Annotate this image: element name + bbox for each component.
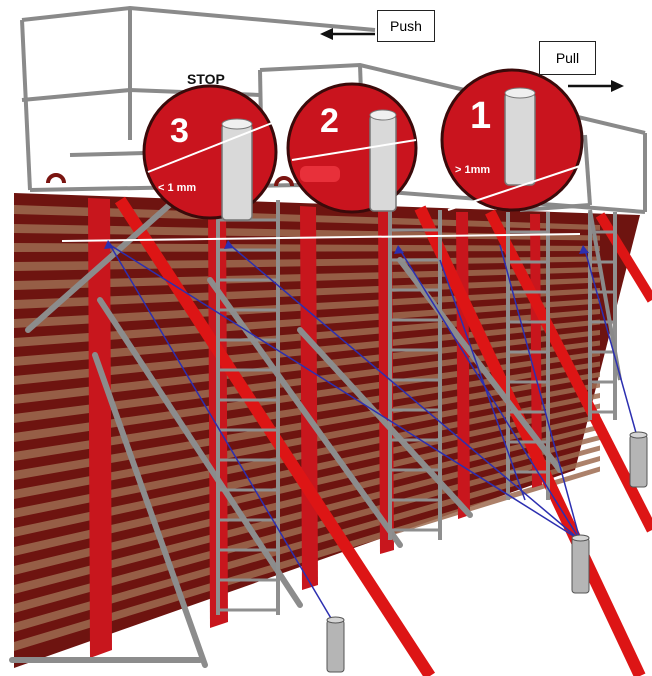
plumb-tube-3-icon [221, 123, 253, 221]
sight-line-arrowheads [104, 240, 589, 254]
step-3-number: 3 [170, 112, 189, 150]
magnifier-step-2: 2 [286, 82, 418, 214]
push-label: Push [377, 10, 435, 42]
alignment-reference-line [61, 233, 581, 242]
laser-stand-left [326, 616, 345, 673]
magnifier-step-3: 3 < 1 mm [142, 84, 278, 221]
step-1-gap: > 1mm [455, 164, 490, 176]
step-3-gap: < 1 mm [158, 182, 196, 194]
ladder [588, 212, 617, 420]
pull-arrow [568, 80, 624, 92]
step-2-number: 2 [320, 102, 339, 140]
lifting-hooks [46, 173, 294, 187]
plumb-tube-2-icon [369, 114, 397, 212]
pull-label: Pull [539, 41, 596, 75]
laser-stand-right [629, 431, 648, 488]
ladder [388, 210, 442, 540]
laser-sight-lines [109, 244, 639, 626]
stop-label: STOP [187, 71, 225, 87]
laser-stands [326, 431, 648, 673]
laser-stand-middle [571, 534, 590, 594]
plumb-tube-1-icon [504, 92, 536, 186]
magnifier-step-1: 1 > 1mm [440, 68, 584, 212]
push-arrow [320, 28, 375, 40]
step-1-number: 1 [470, 95, 491, 137]
